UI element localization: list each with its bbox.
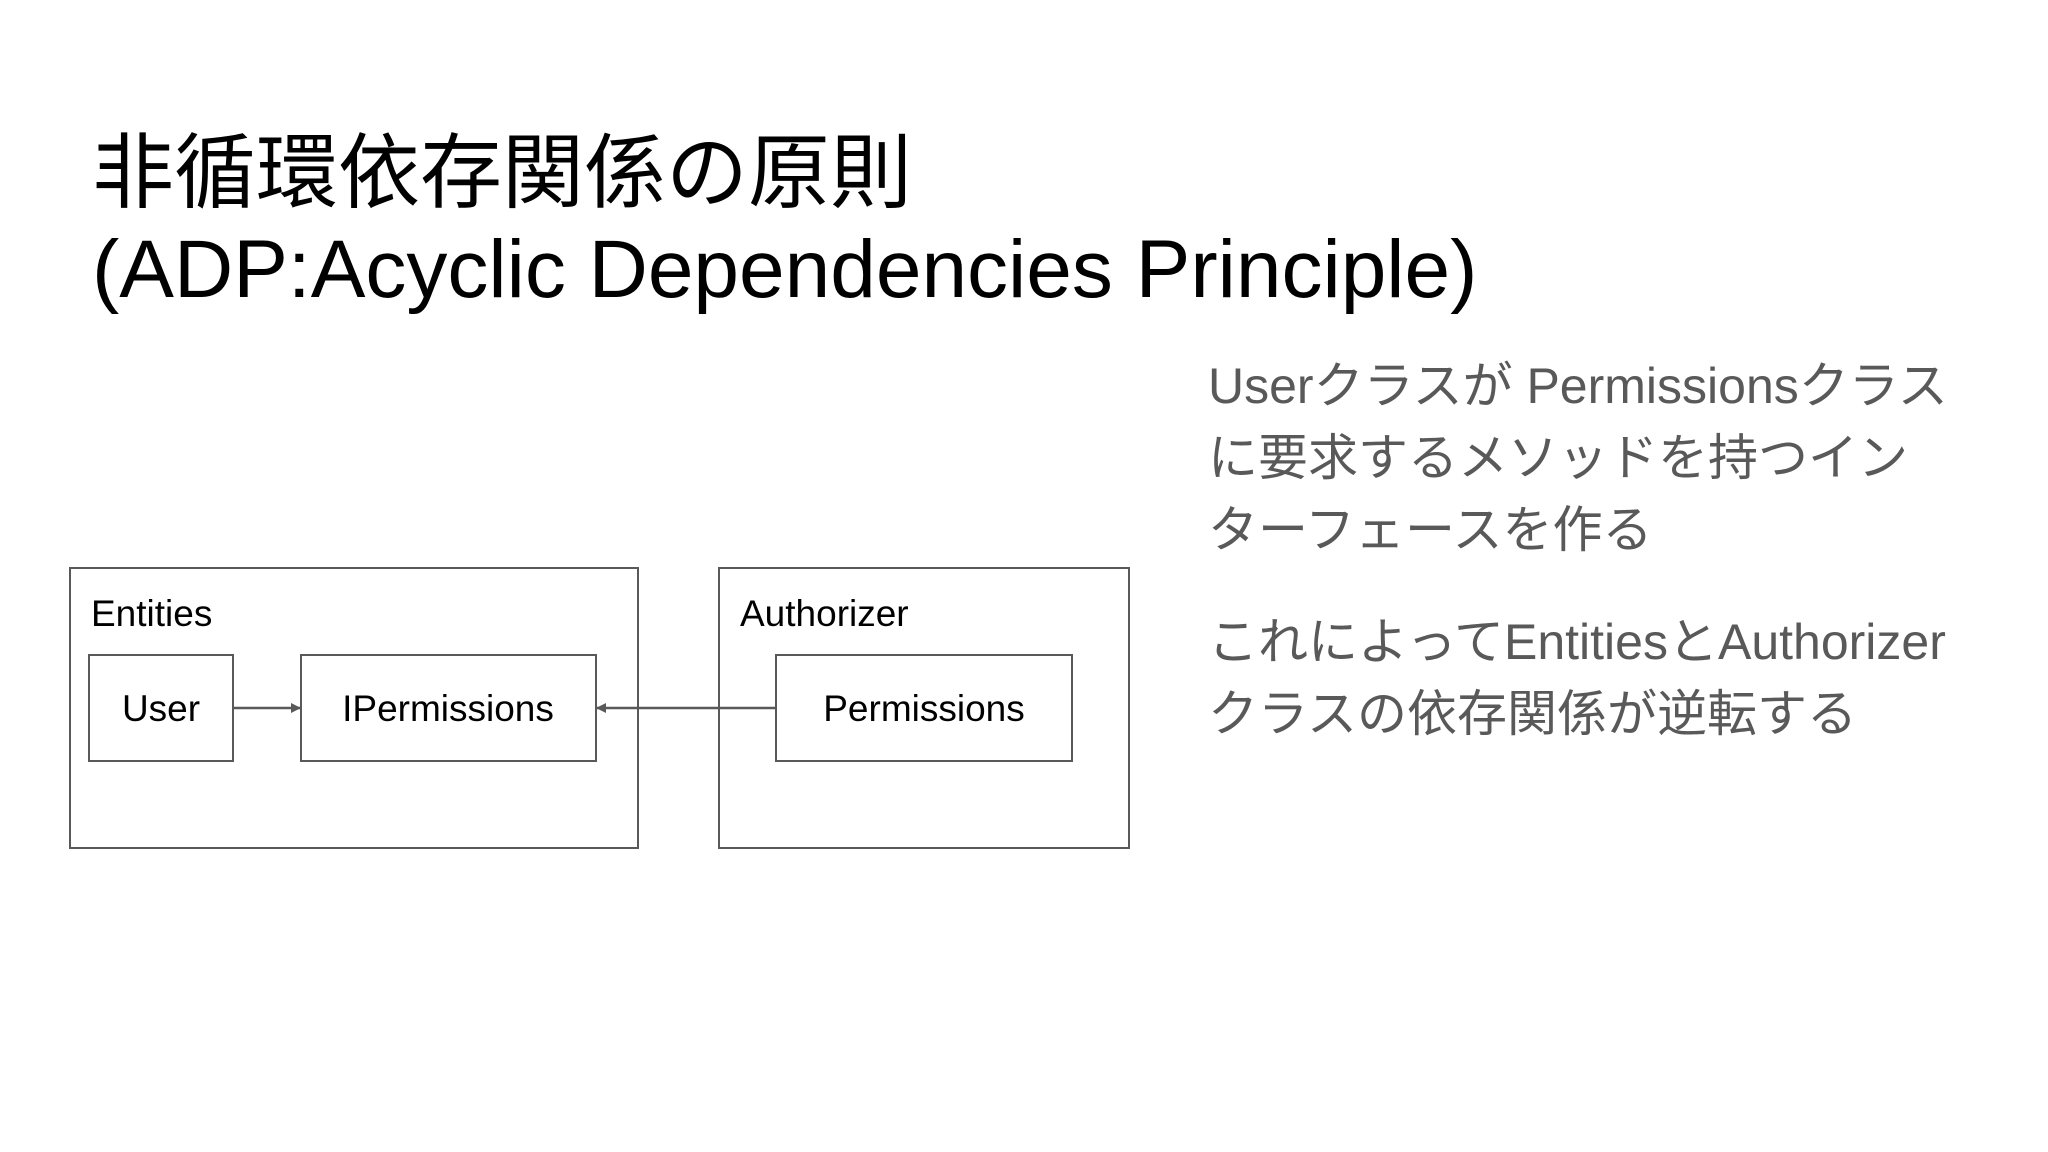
note-1-line-3: ターフェースを作る [1208,502,1653,558]
package-entities-label: Entities [91,593,212,634]
slide-title: 非循環依存関係の原則 (ADP:Acyclic Dependencies Pri… [92,126,1477,318]
note-2-line-2: クラスの依存関係が逆転する [1208,686,1857,742]
class-ipermissions-label: IPermissions [342,688,554,729]
note-2-line-1: これによってEntitiesとAuthorizer [1208,614,1946,670]
class-permissions-label: Permissions [823,688,1025,729]
note-1-line-2: に要求するメソッドを持つイン [1208,430,1908,486]
title-line-japanese: 非循環依存関係の原則 [92,128,913,219]
note-paragraph-2: これによってEntitiesとAuthorizer クラスの依存関係が逆転する [1208,606,2008,750]
title-line-english: (ADP:Acyclic Dependencies Principle) [92,224,1478,315]
package-authorizer-label: Authorizer [740,593,909,634]
note-paragraph-1: Userクラスが Permissionsクラス に要求するメソッドを持つイン タ… [1208,350,2008,566]
note-1-line-1: Userクラスが Permissionsクラス [1208,358,1948,414]
class-user-label: User [122,688,200,729]
explanation-notes: Userクラスが Permissionsクラス に要求するメソッドを持つイン タ… [1208,350,2008,790]
